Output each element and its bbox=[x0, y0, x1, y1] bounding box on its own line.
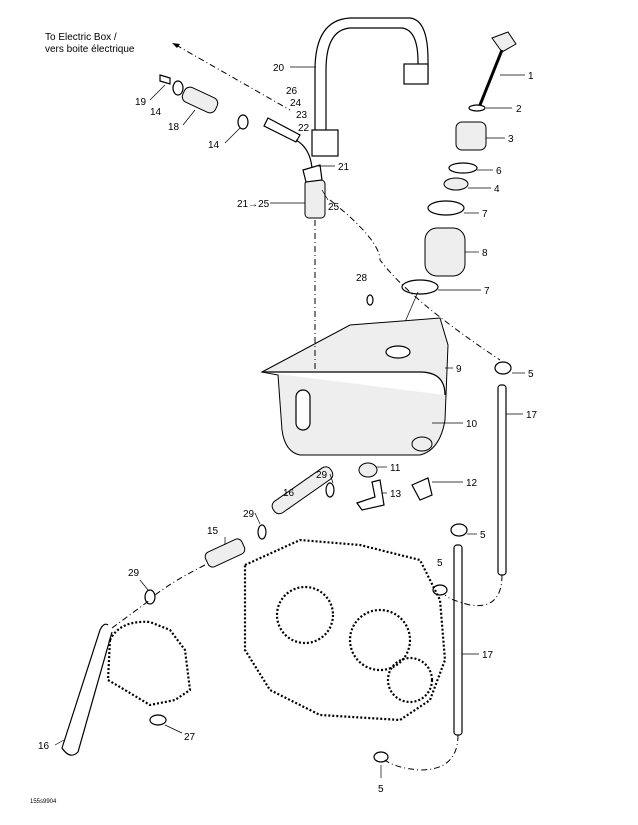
clamp-5a bbox=[494, 361, 512, 375]
clamp-27 bbox=[149, 714, 167, 726]
callout-12: 12 bbox=[466, 478, 478, 489]
callout-10: 10 bbox=[466, 419, 478, 430]
tank-window bbox=[295, 389, 311, 431]
callout-17: 17 bbox=[526, 410, 538, 421]
plug bbox=[366, 294, 374, 306]
tank-filler-opening bbox=[385, 345, 411, 359]
leader-lines bbox=[54, 66, 525, 778]
wire-to-electric-box bbox=[175, 44, 291, 111]
elbow-12 bbox=[411, 477, 433, 501]
callout-13: 13 bbox=[390, 489, 402, 500]
tank-edge bbox=[262, 371, 446, 396]
callout-8: 8 bbox=[482, 248, 488, 259]
hose-17b bbox=[453, 544, 463, 736]
callout-6: 6 bbox=[496, 166, 502, 177]
callout-1: 1 bbox=[528, 71, 534, 82]
dipstick-cap bbox=[491, 31, 517, 53]
filler-neck bbox=[455, 121, 487, 151]
note-line-1: To Electric Box / bbox=[45, 32, 117, 43]
callout-19: 19 bbox=[135, 97, 147, 108]
callout-9: 9 bbox=[456, 364, 462, 375]
dipstick-rod bbox=[476, 49, 504, 111]
hose-17 bbox=[497, 384, 507, 576]
callout-5b: 5 bbox=[480, 530, 486, 541]
callout-2: 2 bbox=[516, 104, 522, 115]
clamp-5d bbox=[373, 751, 389, 763]
clamp-14 bbox=[172, 80, 184, 96]
callout-25: 25 bbox=[328, 202, 340, 213]
callout-16b: 16 bbox=[38, 741, 50, 752]
engine-outline bbox=[243, 538, 447, 722]
hose-18 bbox=[181, 86, 219, 114]
connector-22 bbox=[263, 117, 301, 143]
callout-5d: 5 bbox=[378, 784, 384, 795]
callout-7b: 7 bbox=[484, 286, 490, 297]
callout-21-25: 21→25 bbox=[237, 199, 270, 210]
elbow-13 bbox=[356, 479, 385, 511]
o-ring bbox=[468, 104, 486, 112]
bracket-pad-lower bbox=[311, 129, 339, 157]
hose-16 bbox=[271, 466, 334, 515]
bracket-pad bbox=[403, 63, 429, 85]
sensor bbox=[304, 179, 326, 219]
callout-20: 20 bbox=[273, 63, 285, 74]
oil-pump-outline bbox=[106, 620, 192, 707]
clamp-5b bbox=[450, 523, 468, 537]
clamp-lower bbox=[401, 279, 439, 295]
callout-24: 24 bbox=[290, 98, 302, 109]
note-line-2: vers boite électrique bbox=[45, 44, 135, 55]
callout-28: 28 bbox=[356, 273, 368, 284]
fitting-10 bbox=[411, 436, 433, 452]
clamp bbox=[427, 200, 465, 216]
callout-15: 15 bbox=[207, 526, 219, 537]
elbow-fitting bbox=[302, 164, 323, 183]
callout-26: 26 bbox=[286, 86, 298, 97]
clamp-14b bbox=[237, 114, 249, 130]
filler-hose bbox=[424, 227, 466, 277]
clamp-29c bbox=[144, 589, 156, 605]
clamp-5c bbox=[432, 584, 448, 596]
callout-17b: 17 bbox=[482, 650, 494, 661]
callout-5c: 5 bbox=[437, 558, 443, 569]
callout-3: 3 bbox=[508, 134, 514, 145]
filter-15 bbox=[204, 538, 246, 568]
nut bbox=[443, 177, 469, 191]
callout-14b: 14 bbox=[208, 140, 220, 151]
callout-18: 18 bbox=[168, 122, 180, 133]
callout-21: 21 bbox=[338, 162, 350, 173]
callout-16: 16 bbox=[283, 488, 295, 499]
callout-5: 5 bbox=[528, 369, 534, 380]
gasket bbox=[448, 162, 478, 174]
screw-19 bbox=[159, 74, 171, 85]
callout-29: 29 bbox=[316, 470, 328, 481]
callout-29c: 29 bbox=[128, 568, 140, 579]
callout-7: 7 bbox=[482, 209, 488, 220]
callout-22: 22 bbox=[298, 123, 310, 134]
callout-29b: 29 bbox=[243, 509, 255, 520]
callout-11: 11 bbox=[390, 463, 401, 474]
hose-16b bbox=[61, 623, 113, 756]
callout-4: 4 bbox=[494, 184, 500, 195]
arrow-icon bbox=[172, 43, 180, 48]
callout-27: 27 bbox=[184, 732, 196, 743]
fitting-11 bbox=[358, 462, 378, 478]
callout-23: 23 bbox=[296, 110, 308, 121]
clamp-29b bbox=[257, 524, 267, 540]
clamp-29a bbox=[325, 482, 335, 498]
callout-14: 14 bbox=[150, 107, 162, 118]
drawing-code: 155s9904 bbox=[30, 799, 57, 805]
wire bbox=[295, 139, 313, 169]
